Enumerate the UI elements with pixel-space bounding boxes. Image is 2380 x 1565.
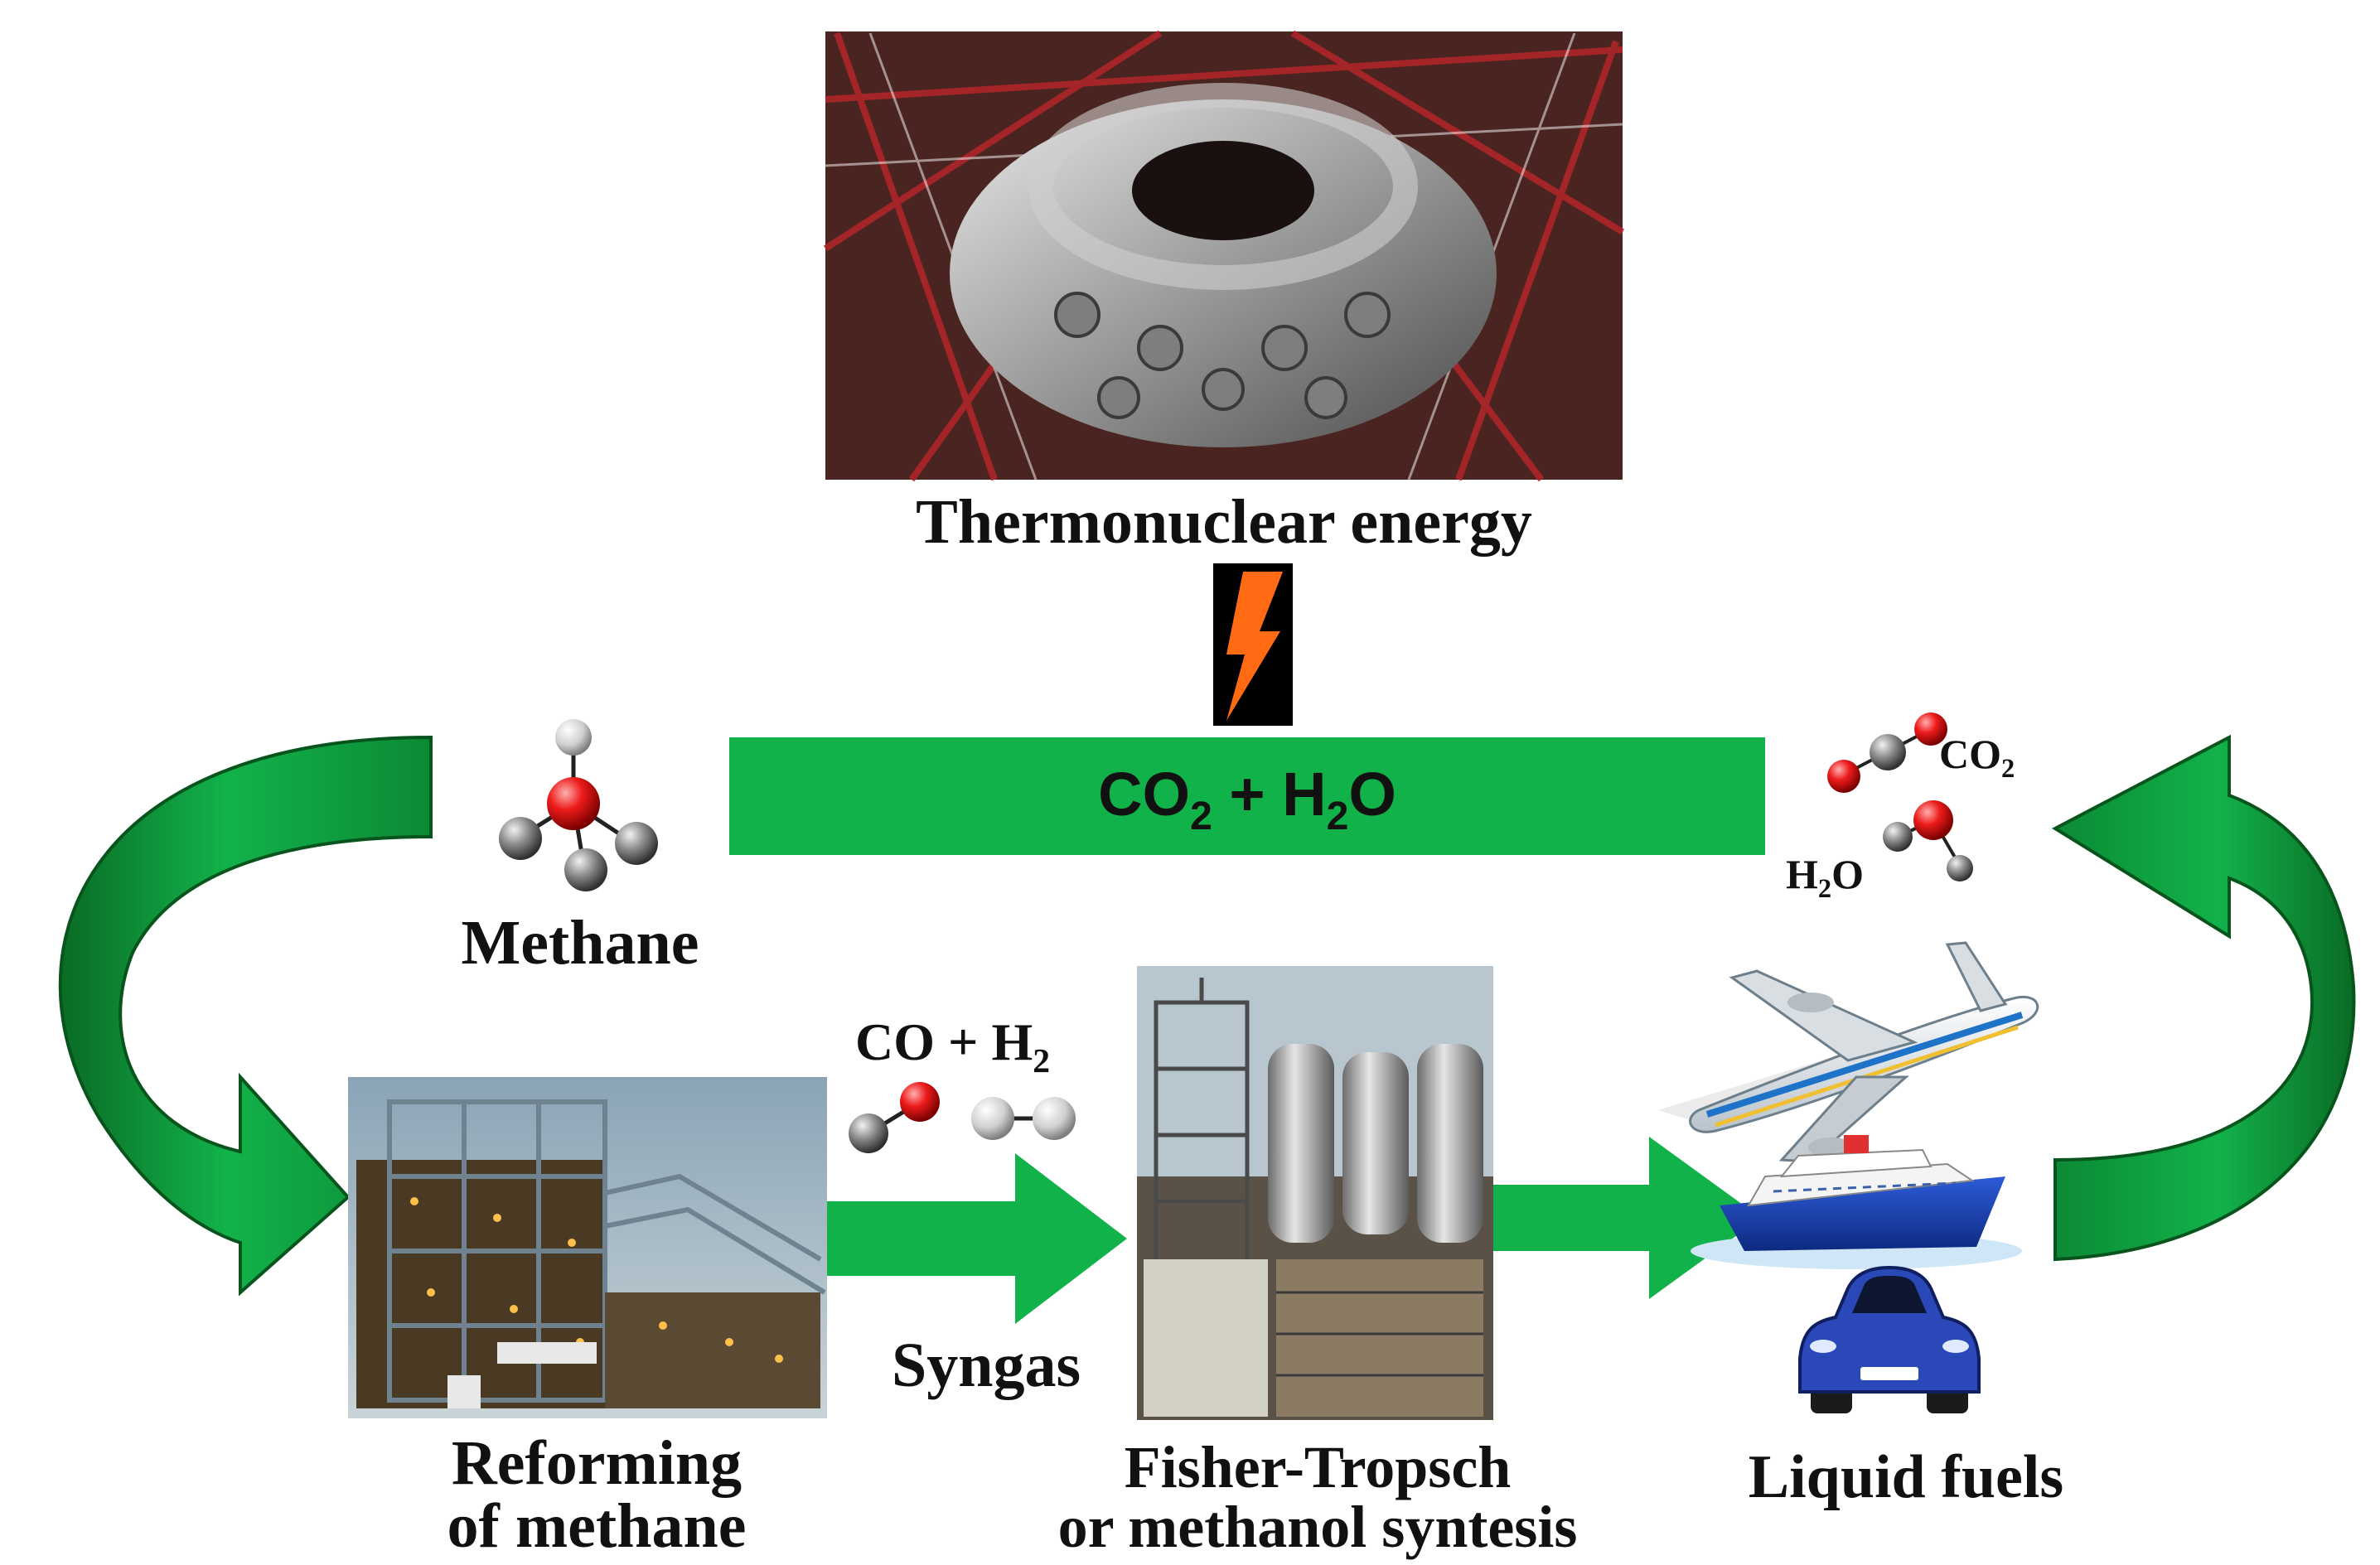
syngas-label: Syngas bbox=[891, 1331, 1081, 1400]
co2-part: CO bbox=[1939, 731, 2001, 777]
h2o-molecule-icon bbox=[1883, 800, 1973, 882]
liquid-fuels-label: Liquid fuels bbox=[1748, 1443, 2064, 1511]
syngas-arrow bbox=[827, 1153, 1127, 1324]
right-cycle-arrow bbox=[2051, 734, 2356, 1262]
synthesis-label: Fisher-Tropsch or methanol syntesis bbox=[945, 1437, 1691, 1557]
tokamak-photo bbox=[823, 30, 1625, 482]
h2o-sub: 2 bbox=[1817, 874, 1832, 905]
band-part2: + H bbox=[1212, 760, 1327, 828]
car-icon bbox=[1798, 1265, 1981, 1413]
reforming-label: Reforming of methane bbox=[331, 1432, 862, 1558]
methane-label: Methane bbox=[461, 908, 699, 978]
left-cycle-arrow bbox=[58, 735, 433, 1297]
synthesis-label-line2: or methanol syntesis bbox=[1057, 1494, 1578, 1560]
reforming-label-line1: Reforming bbox=[451, 1428, 743, 1498]
syngas-formula-label: CO + H2 bbox=[855, 1016, 1050, 1078]
co2-sub: 2 bbox=[2001, 754, 2015, 785]
syngas-formula-part: CO + H bbox=[855, 1012, 1033, 1071]
h2o-part-b: O bbox=[1831, 851, 1865, 897]
reforming-label-line2: of methane bbox=[447, 1491, 747, 1561]
band-part3: O bbox=[1348, 760, 1396, 828]
band-formula: CO2 + H2O bbox=[729, 764, 1765, 836]
band-sub1: 2 bbox=[1190, 793, 1212, 838]
fuels-arrow bbox=[1493, 1137, 1761, 1299]
co2-h2o-band bbox=[729, 737, 1765, 855]
methane-molecule-icon bbox=[499, 719, 658, 891]
h2o-label: H2O bbox=[1786, 851, 1865, 903]
band-part1: CO bbox=[1098, 760, 1191, 828]
synthesis-label-line1: Fisher-Tropsch bbox=[1124, 1434, 1512, 1500]
thermonuclear-energy-label: Thermonuclear energy bbox=[916, 487, 1532, 557]
ship-icon bbox=[1691, 1135, 2022, 1269]
co-molecule-icon bbox=[849, 1082, 940, 1153]
h2o-part-a: H bbox=[1786, 851, 1818, 897]
lightning-bolt-icon bbox=[1213, 563, 1293, 726]
co2-molecule-icon bbox=[1827, 712, 1947, 793]
h2-molecule-icon bbox=[971, 1097, 1076, 1140]
syngas-formula-sub: 2 bbox=[1033, 1041, 1051, 1080]
band-sub2: 2 bbox=[1326, 793, 1349, 838]
synthesis-plant-photo bbox=[1137, 966, 1493, 1420]
reforming-plant-photo bbox=[348, 1077, 827, 1418]
airplane-icon bbox=[1657, 941, 2039, 1163]
co2-label: CO2 bbox=[1939, 731, 2015, 783]
